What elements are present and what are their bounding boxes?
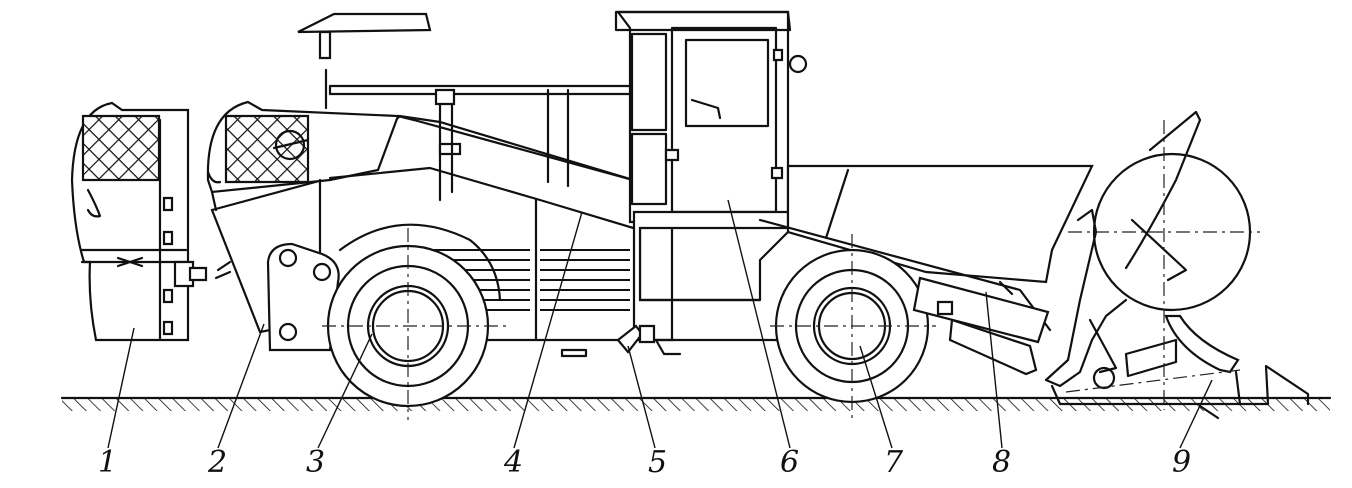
operator-cab (616, 12, 806, 340)
callout-1: 1 (98, 445, 117, 480)
articulation-plate (268, 244, 339, 350)
rear-counterweight (72, 103, 206, 340)
boom-arm (914, 278, 1048, 374)
leader-lines (108, 200, 1212, 448)
callout-5: 5 (648, 445, 667, 480)
centre-lines (322, 120, 1260, 420)
ground-line (62, 398, 1330, 411)
callout-3: 3 (306, 445, 325, 480)
roof-rails (298, 14, 640, 200)
callout-7: 7 (884, 445, 904, 480)
hydraulic-joint (562, 326, 680, 356)
front-bucket (1046, 112, 1308, 418)
callout-9: 9 (1172, 445, 1191, 480)
callout-8: 8 (992, 445, 1011, 480)
callout-2: 2 (207, 445, 227, 480)
callout-4: 4 (503, 445, 523, 480)
callout-6: 6 (780, 445, 799, 480)
callout-labels: 1 2 3 4 5 6 7 8 9 (98, 445, 1191, 480)
